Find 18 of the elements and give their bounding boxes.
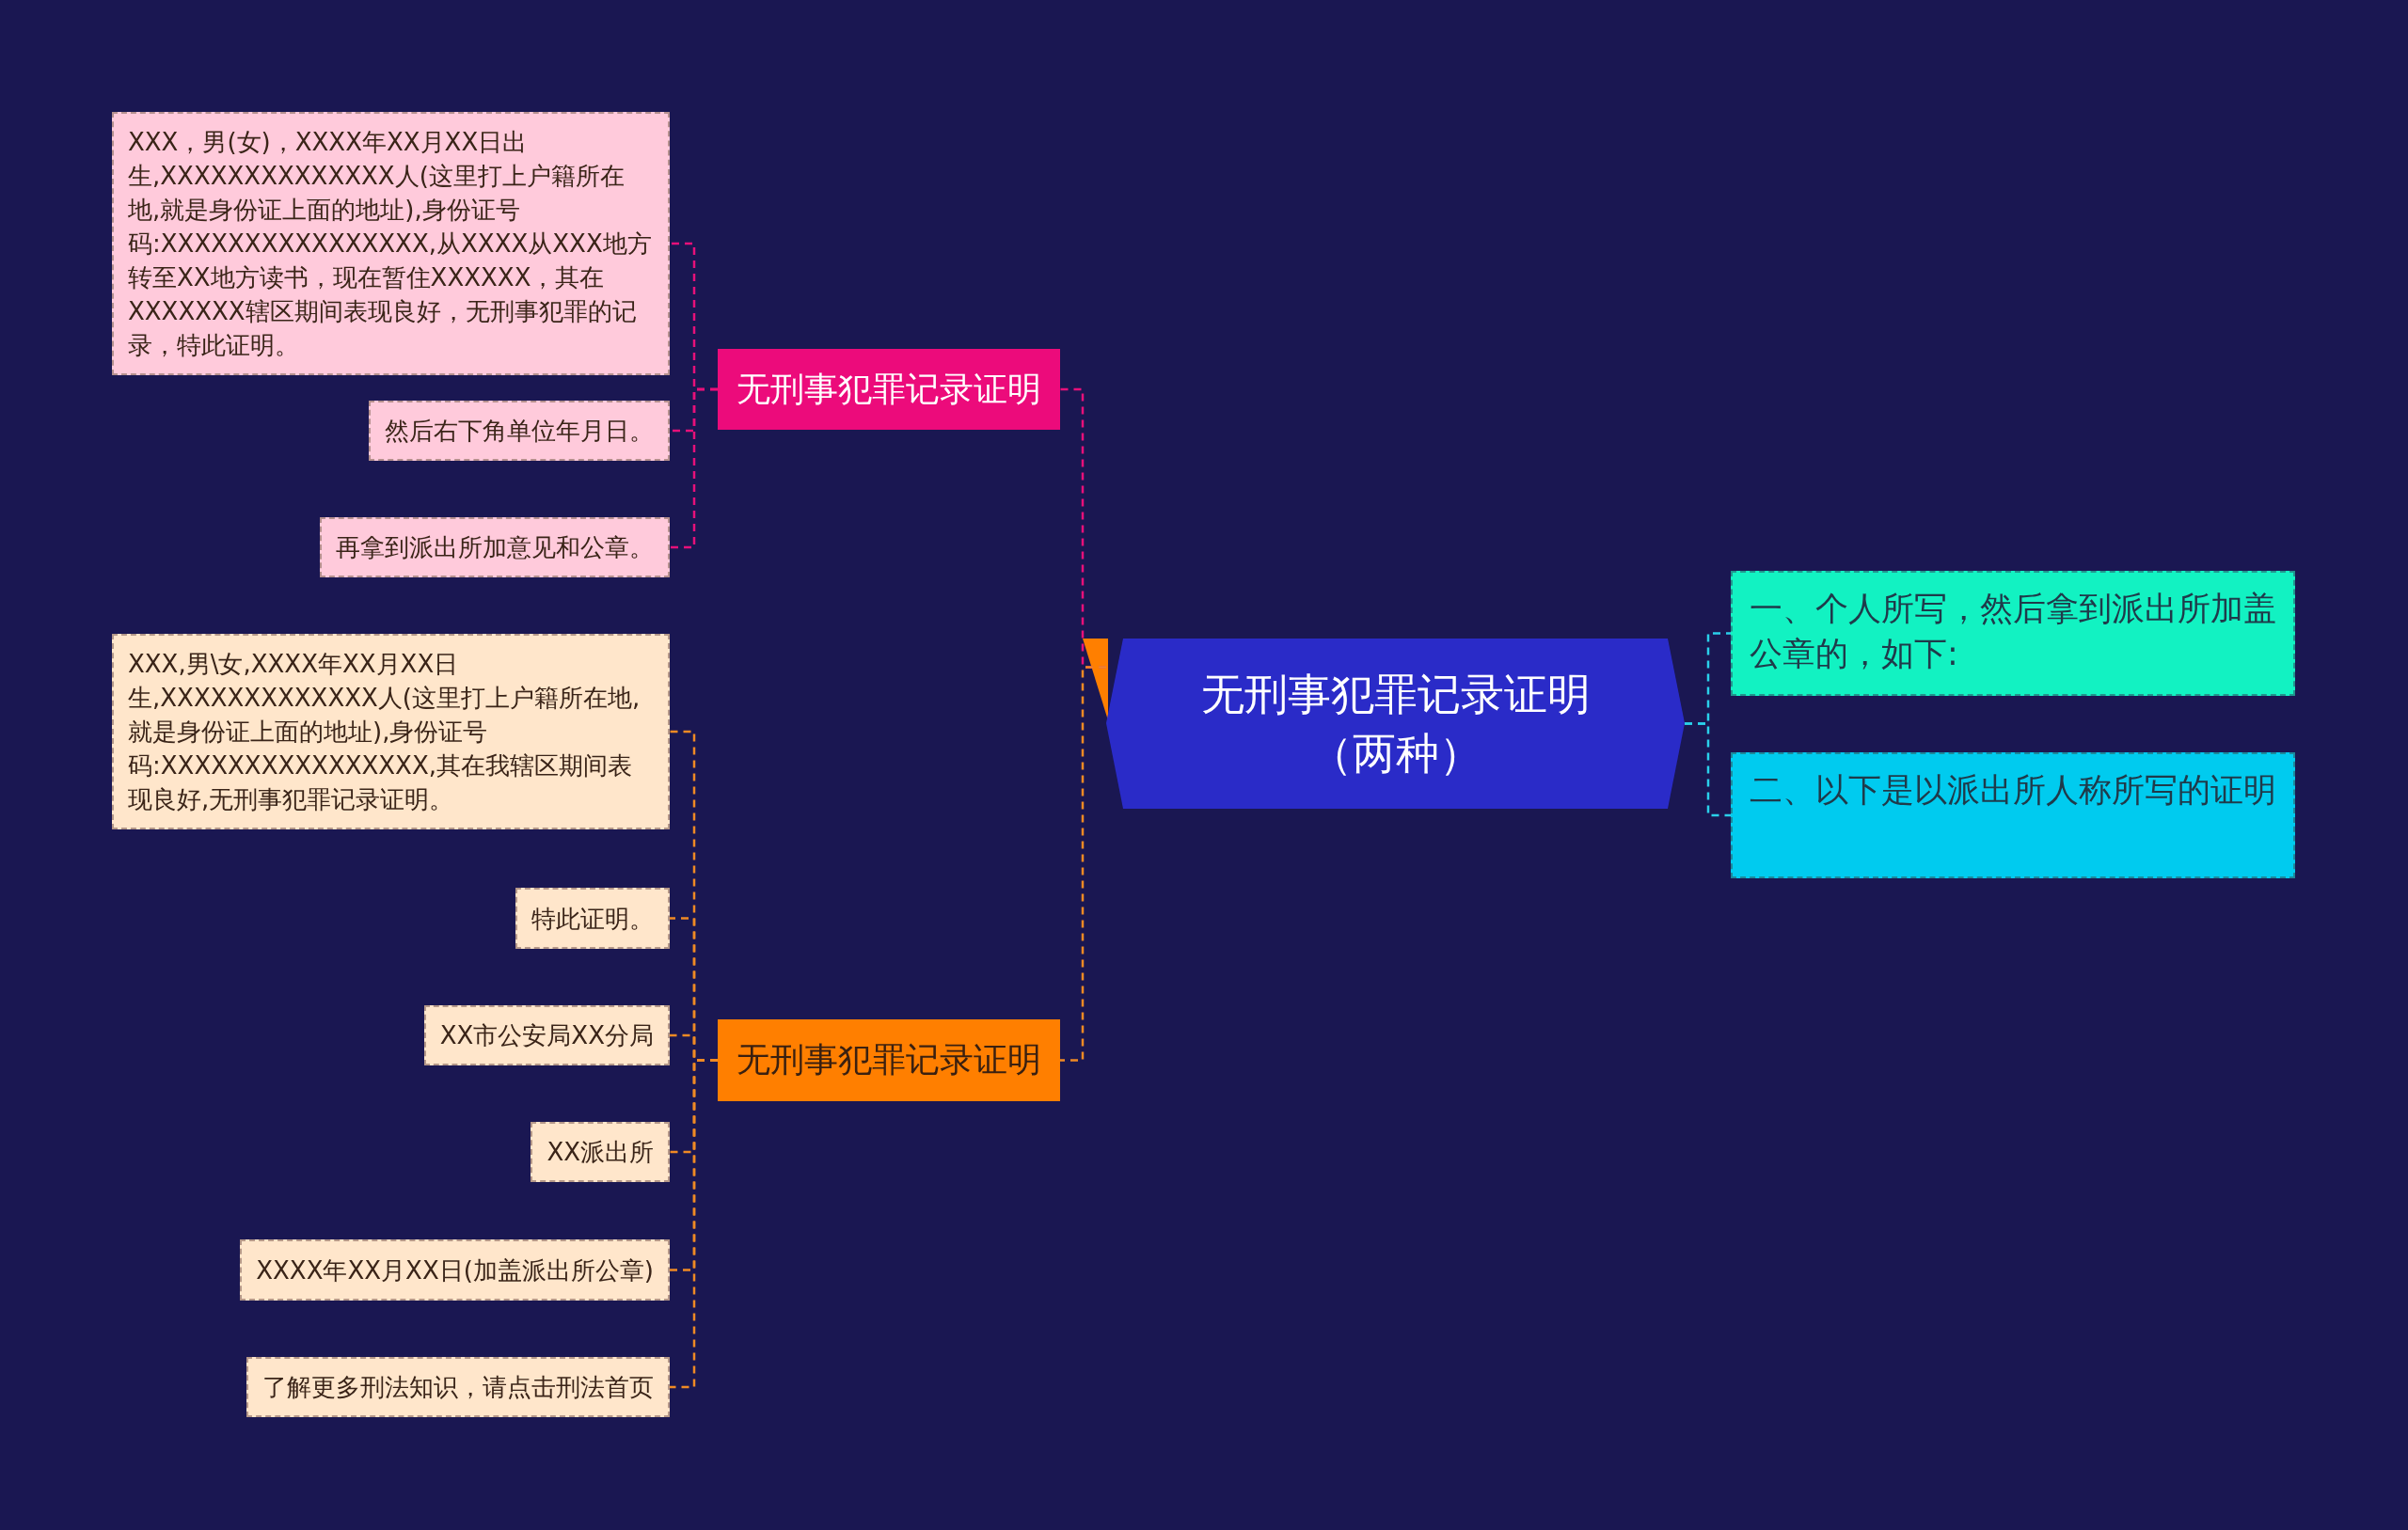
- branch-box: 无刑事犯罪记录证明: [718, 1019, 1060, 1101]
- hexagon-topic-node: 无刑事犯罪记录证明（两种）: [1106, 639, 1685, 809]
- note-box: 然后右下角单位年月日。: [369, 401, 670, 461]
- branch-box: 无刑事犯罪记录证明: [718, 349, 1060, 430]
- note-box: 特此证明。: [515, 888, 670, 949]
- note-box: XXX，男(女)，XXXX年XX月XX日出生,XXXXXXXXXXXXXX人(这里打上户籍所在地,就是身份证上面的地址),身份证号码:XXXXXXXXXXXXXXXX,从XXXX从XXX地方转至XX地方读书，现在暂住XXXXXX，其在XXXXXXX辖区期间表现良好，无刑事犯罪的记录，特此证明。: [112, 112, 670, 375]
- connector-line: [670, 387, 718, 549]
- subtopic-box: 二、以下是以派出所人称所写的证明: [1731, 752, 2295, 878]
- note-box: 再拿到派出所加意见和公章。: [320, 517, 670, 577]
- connector-line: [670, 1059, 718, 1389]
- note-box: XXX,男\女,XXXX年XX月XX日生,XXXXXXXXXXXXX人(这里打上户籍所在地,就是身份证上面的地址),身份证号码:XXXXXXXXXXXXXXXX,其在我辖区期间表现良好,无刑事犯罪记录证明。: [112, 634, 670, 829]
- note-box: XX市公安局XX分局: [423, 1005, 670, 1065]
- note-box: XXXX年XX月XX日(加盖派出所公章): [240, 1239, 670, 1301]
- connector-line: [1060, 666, 1106, 1062]
- note-box: XX派出所: [531, 1122, 670, 1182]
- connector-line: [1685, 722, 1731, 817]
- note-box: 了解更多刑法知识，请点击刑法首页: [246, 1357, 670, 1417]
- subtopic-box: 一、个人所写，然后拿到派出所加盖公章的，如下:: [1731, 571, 2295, 696]
